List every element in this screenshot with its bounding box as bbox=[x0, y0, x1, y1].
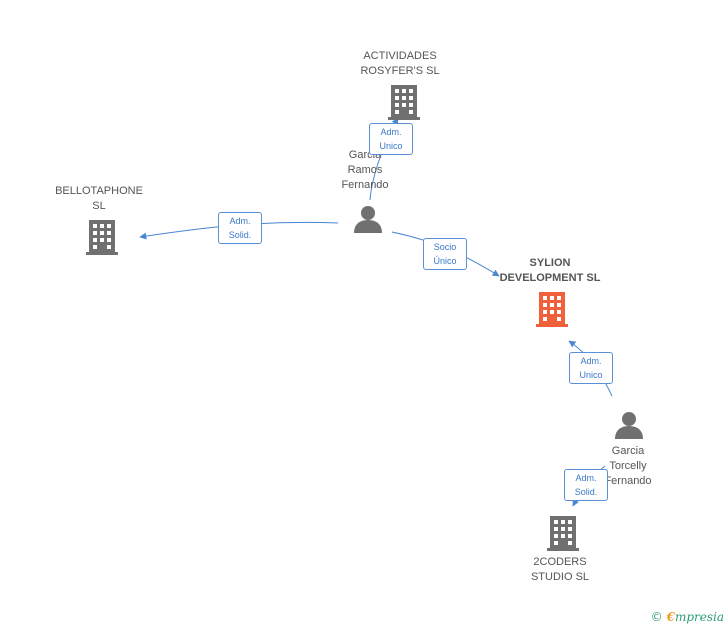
node-label-sylion: SYLION DEVELOPMENT SL bbox=[499, 257, 601, 284]
brand-footer: ©€mpresia bbox=[651, 610, 724, 624]
edge-label-adm-solid[interactable]: Adm. Solid. bbox=[564, 469, 608, 501]
node-label-bellotaphone: BELLOTAPHONE SL bbox=[55, 185, 143, 212]
person-icon[interactable] bbox=[353, 204, 383, 234]
edge-label-adm-unico[interactable]: Adm. Unico bbox=[569, 352, 613, 384]
building-icon-highlighted[interactable] bbox=[536, 291, 568, 327]
edge-label-adm-unico[interactable]: Adm. Unico bbox=[369, 123, 413, 155]
brand-logo-text: mpresia bbox=[674, 610, 724, 624]
edge-label-adm-solid[interactable]: Adm. Solid. bbox=[218, 212, 262, 244]
node-label-2coders: 2CODERS STUDIO SL bbox=[530, 556, 590, 583]
person-icon[interactable] bbox=[614, 410, 644, 440]
node-label-garcia-torcelly: Garcia Torcelly Fernando bbox=[604, 445, 652, 487]
node-label-actividades: ACTIVIDADES ROSYFER'S SL bbox=[360, 50, 440, 77]
building-icon[interactable] bbox=[547, 515, 579, 551]
edge-label-socio-unico[interactable]: Socio Único bbox=[423, 238, 467, 270]
building-icon[interactable] bbox=[388, 84, 420, 120]
brand-logo-initial: € bbox=[666, 610, 675, 624]
building-icon[interactable] bbox=[86, 219, 118, 255]
copyright-symbol: © bbox=[650, 610, 663, 624]
